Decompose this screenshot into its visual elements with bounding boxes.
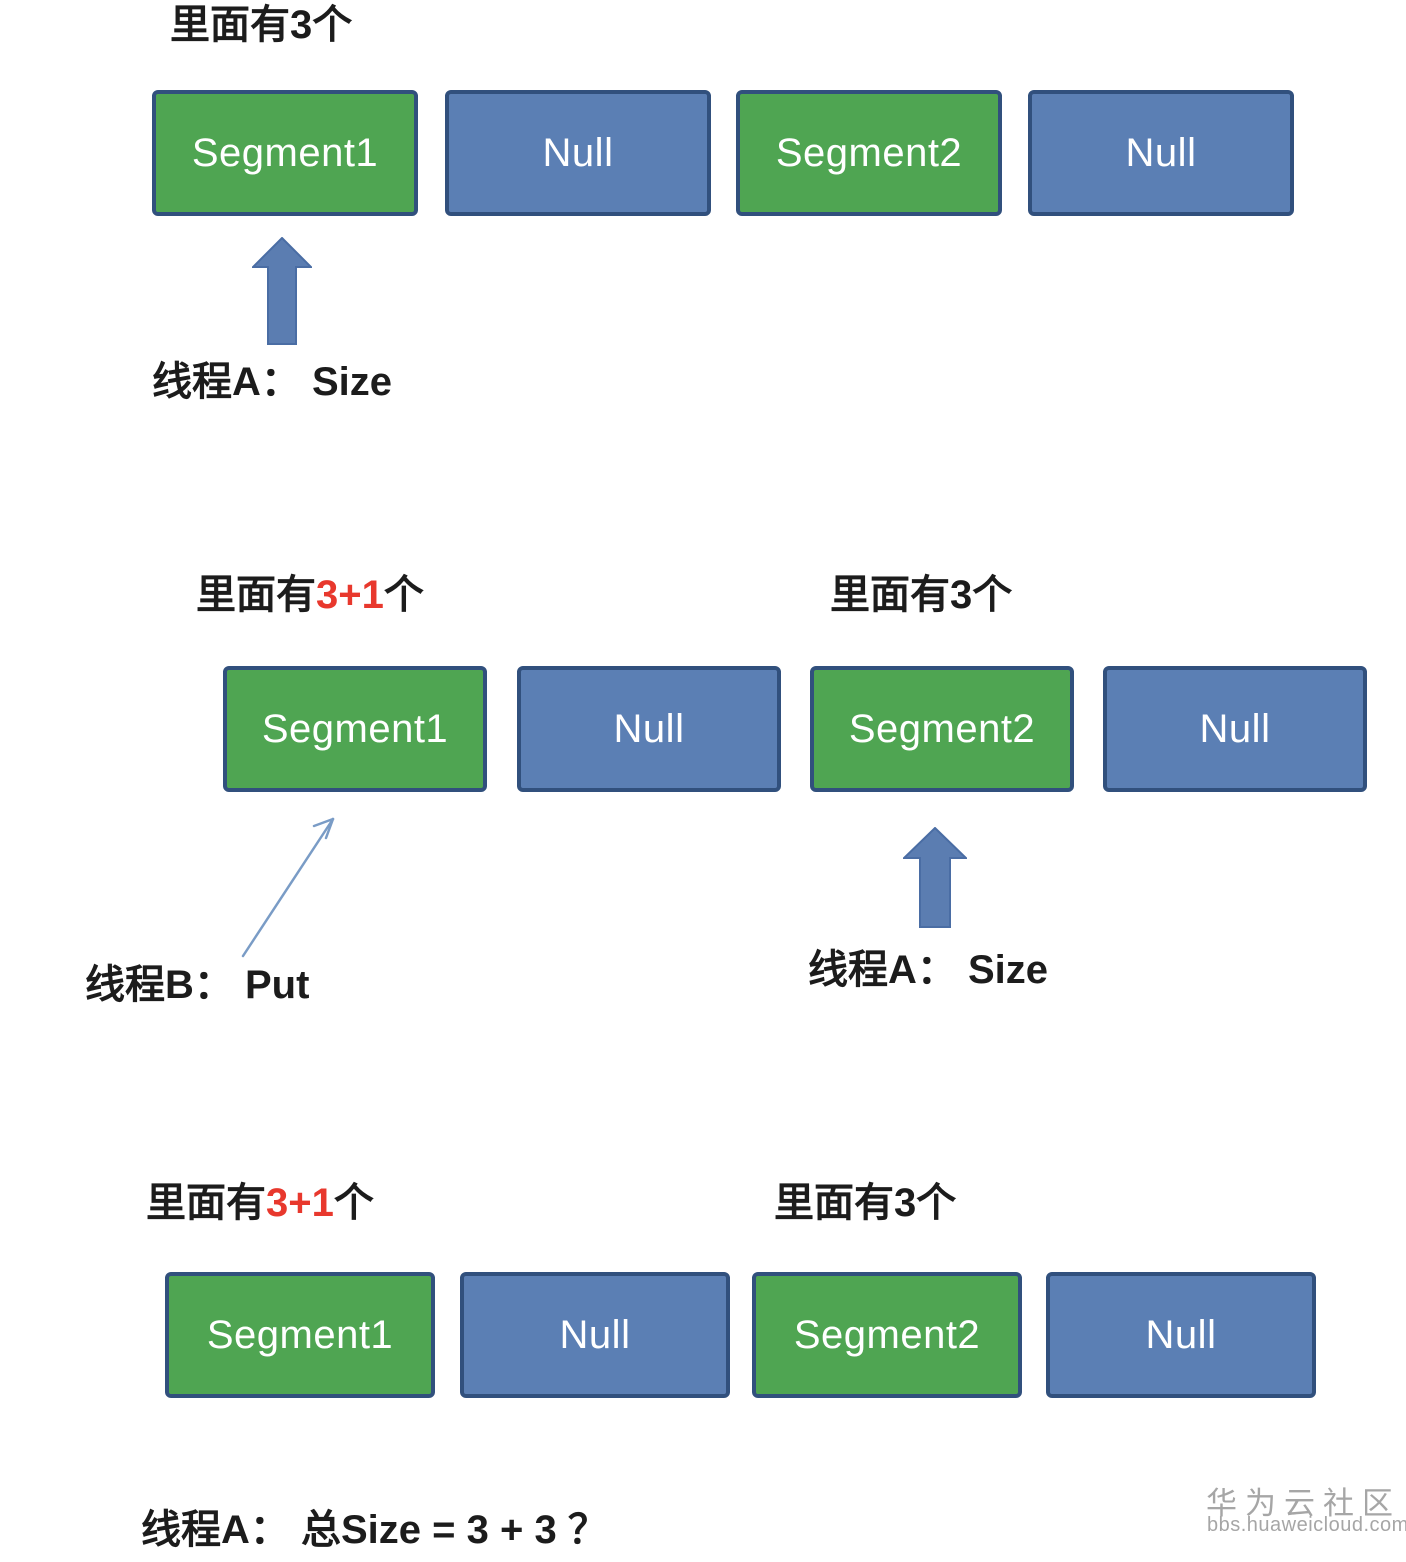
count-label-post: 个 [383,573,424,617]
null-box: Null [460,1272,730,1398]
null-box: Null [1103,666,1367,792]
segment1-box: Segment1 [152,90,418,216]
count-label-pre: 里面有 [774,1181,894,1225]
count-label-red: 3+1 [266,1181,334,1225]
count-label-post: 个 [333,1181,374,1225]
null-box: Null [517,666,781,792]
count-label-bottom-left: 里面有3+1个 [146,1181,374,1225]
count-label-post: 3个 [950,573,1013,617]
count-label-red: 3+1 [316,573,384,617]
thread-b-put-caption: 线程B： Put [85,963,310,1007]
count-label-pre: 里面有 [196,573,316,617]
segment2-box: Segment2 [736,90,1002,216]
segment1-box: Segment1 [223,666,487,792]
thread-a-size-caption: 线程A： Size [152,360,393,404]
null-box: Null [445,90,711,216]
count-label-bottom-right: 里面有3个 [774,1181,956,1225]
watermark-community-name: 华为云社区 [1206,1486,1401,1521]
up-block-arrow-icon [903,827,967,928]
up-block-arrow-icon [252,237,312,345]
count-label-middle-left: 里面有3+1个 [196,573,424,617]
thread-a-size-caption: 线程A： Size [808,948,1049,992]
diagonal-put-arrow-icon [241,817,335,958]
thread-a-total-size-caption: 线程A： 总Size = 3 + 3 ？ [141,1508,608,1552]
segment2-box: Segment2 [752,1272,1022,1398]
null-box: Null [1046,1272,1316,1398]
segment1-box: Segment1 [165,1272,435,1398]
count-label-middle-right: 里面有3个 [830,573,1012,617]
null-box: Null [1028,90,1294,216]
count-label-post: 3个 [290,3,353,47]
count-label-pre: 里面有 [146,1181,266,1225]
count-label-top: 里面有3个 [170,3,352,47]
watermark-url: bbs.huaweicloud.com [1207,1514,1406,1536]
count-label-pre: 里面有 [830,573,950,617]
segment2-box: Segment2 [810,666,1074,792]
count-label-post: 3个 [894,1181,957,1225]
count-label-pre: 里面有 [170,3,290,47]
